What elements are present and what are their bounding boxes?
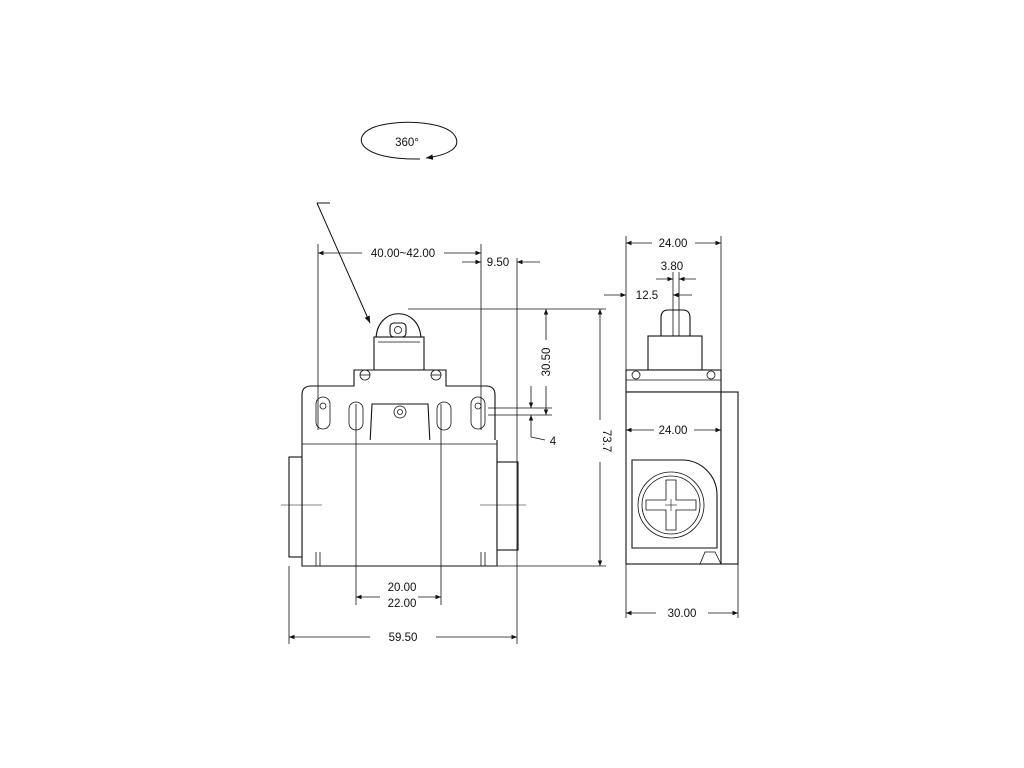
mount-slot-1 — [315, 396, 331, 430]
rotation-arrow-icon — [361, 121, 458, 160]
left-gland — [288, 456, 303, 558]
side-head — [625, 369, 722, 393]
plunger-housing — [373, 336, 425, 371]
center-screw-icon — [393, 405, 407, 419]
front-view: 40.00~42.00 9.50 30.50 4 73.7 20.00 22.0… — [281, 202, 612, 644]
side-roller — [660, 309, 691, 337]
side-view: 24.00 3.80 12.5 24.00 30.00 — [604, 236, 739, 620]
rotation-label: 360° — [395, 137, 419, 149]
cross-screw-icon — [637, 471, 705, 539]
dim-mount-spacing-max: 22.00 — [388, 598, 417, 610]
dim-side-total-depth: 30.00 — [668, 608, 697, 620]
dim-side-top-width: 24.00 — [659, 238, 688, 250]
dim-overall-width: 59.50 — [389, 632, 418, 644]
switch-body — [301, 440, 498, 567]
dim-actuator-reach: 40.00~42.00 — [371, 248, 435, 260]
dim-offset: 9.50 — [487, 257, 509, 269]
mount-slot-3 — [436, 401, 452, 431]
dim-side-body-width: 24.00 — [659, 425, 688, 437]
dim-slot-gap: 4 — [550, 436, 557, 448]
dim-actuator-height: 30.50 — [541, 348, 553, 377]
mount-slot-4 — [470, 396, 486, 430]
dim-overall-height: 73.7 — [600, 430, 612, 452]
rotation-indicator: 360° — [361, 121, 458, 160]
dim-roller-offset: 12.5 — [636, 290, 658, 302]
side-rear-plate — [720, 391, 739, 565]
dim-roller-width: 3.80 — [661, 261, 683, 273]
head-block — [301, 369, 496, 445]
right-gland — [496, 461, 519, 551]
lever-arm — [316, 202, 371, 324]
roller — [375, 313, 422, 341]
side-plunger — [647, 335, 703, 371]
dim-mount-spacing-min: 20.00 — [388, 582, 417, 594]
